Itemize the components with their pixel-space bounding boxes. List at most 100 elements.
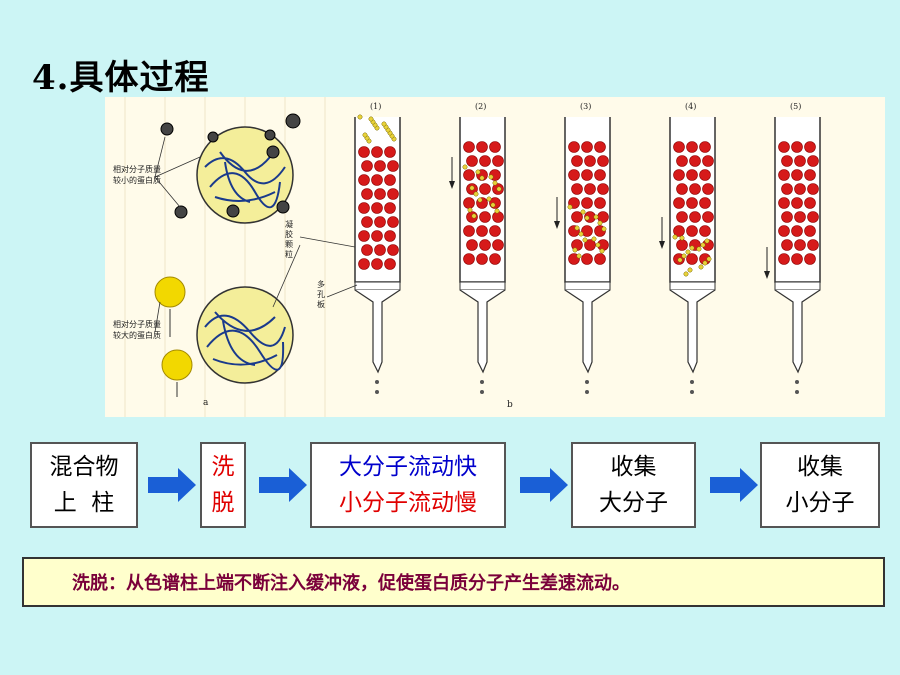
step-elution-line1: 洗: [211, 454, 235, 480]
small-particle: [576, 253, 582, 259]
gel-bead: [387, 216, 399, 228]
column-label: (4): [685, 102, 696, 111]
small-particle: [597, 220, 603, 226]
gel-bead: [778, 141, 790, 153]
drop-icon: [375, 390, 379, 394]
gel-bead: [361, 160, 373, 172]
small-particle: [672, 234, 678, 240]
gel-bead: [673, 225, 685, 237]
gel-bead: [358, 202, 370, 214]
drop-icon: [480, 390, 484, 394]
svg-text:板: 板: [317, 299, 325, 309]
gel-bead: [384, 230, 396, 242]
small-particle: [601, 226, 607, 232]
gel-bead: [791, 225, 803, 237]
small-particle: [488, 174, 494, 180]
small-particle: [496, 186, 502, 192]
small-particle: [574, 225, 580, 231]
gel-bead: [581, 141, 593, 153]
arrow-right-icon: [520, 468, 568, 502]
drop-icon: [585, 380, 589, 384]
porous-plate: [774, 281, 821, 291]
step-collect-small: 收集 小分子: [760, 442, 880, 528]
small-particle: [704, 238, 710, 244]
gel-bead: [594, 141, 606, 153]
gel-bead: [489, 225, 501, 237]
gel-bead: [794, 155, 806, 167]
small-particle: [599, 248, 605, 254]
gel-bead: [804, 197, 816, 209]
small-particle: [467, 207, 473, 213]
gel-bead: [699, 197, 711, 209]
small-particle: [677, 257, 683, 263]
gel-bead: [479, 211, 491, 223]
gel-bead: [387, 160, 399, 172]
small-particle: [479, 175, 485, 181]
small-particle: [494, 208, 500, 214]
step-mix-line2: 上 柱: [53, 490, 115, 516]
svg-text:孔: 孔: [317, 290, 325, 299]
label-large-protein: 相对分子质量 较大的蛋白质: [113, 319, 161, 340]
label-porous-plate: 多 孔 板: [317, 279, 325, 309]
small-particle: [462, 164, 468, 170]
svg-text:相对分子质量: 相对分子质量: [113, 319, 161, 329]
svg-text:凝: 凝: [285, 219, 293, 229]
gel-bead: [371, 202, 383, 214]
step-mix-load: 混合物 上 柱: [30, 442, 138, 528]
gel-bead: [358, 146, 370, 158]
gel-pointer-lines: [154, 136, 358, 333]
gel-bead: [807, 211, 819, 223]
drop-icon: [795, 380, 799, 384]
gel-bead: [689, 211, 701, 223]
small-particle: [475, 169, 481, 175]
large-protein-top: [154, 276, 193, 397]
arrow-right-icon: [259, 468, 307, 502]
gel-bead: [597, 155, 609, 167]
step-collect-large-line1: 收集: [610, 454, 657, 480]
gel-bead: [479, 183, 491, 195]
gel-bead: [568, 169, 580, 181]
panel-a-label: a: [203, 398, 209, 408]
porous-plate: [459, 281, 506, 291]
gel-bead: [594, 169, 606, 181]
gel-bead: [699, 141, 711, 153]
drop-icon: [585, 390, 589, 394]
small-particle: [681, 253, 687, 259]
column-label: (3): [580, 102, 591, 111]
gel-bead: [673, 169, 685, 181]
gel-bead: [371, 230, 383, 242]
gel-bead: [489, 141, 501, 153]
gel-bead: [492, 239, 504, 251]
gel-bead: [594, 197, 606, 209]
gel-bead: [804, 169, 816, 181]
svg-text:胶: 胶: [285, 229, 293, 239]
arrow-right-icon: [710, 468, 758, 502]
gel-bead: [479, 239, 491, 251]
gel-bead: [384, 174, 396, 186]
flow-arrow-head-icon: [764, 271, 770, 279]
gel-bead: [791, 253, 803, 265]
gel-bead: [673, 141, 685, 153]
gel-bead: [479, 155, 491, 167]
gel-bead: [371, 258, 383, 270]
step-flow-fast: 大分子流动快: [339, 454, 477, 480]
gel-bead: [594, 253, 606, 265]
porous-plate: [354, 281, 401, 291]
gel-bead: [571, 211, 583, 223]
small-particle: [706, 256, 712, 262]
gel-bead: [702, 211, 714, 223]
gel-bead: [584, 155, 596, 167]
svg-text:多: 多: [317, 279, 325, 289]
gel-bead: [568, 141, 580, 153]
column-label: (2): [475, 102, 486, 111]
gel-bead: [358, 230, 370, 242]
step-collect-large: 收集 大分子: [571, 442, 696, 528]
gel-bead: [371, 174, 383, 186]
column-outlet: [564, 289, 611, 374]
flow-arrow-head-icon: [449, 181, 455, 189]
small-particle: [687, 267, 693, 273]
gel-bead: [463, 141, 475, 153]
gel-bead: [791, 169, 803, 181]
gel-bead: [778, 225, 790, 237]
column-2: (2): [449, 102, 506, 394]
